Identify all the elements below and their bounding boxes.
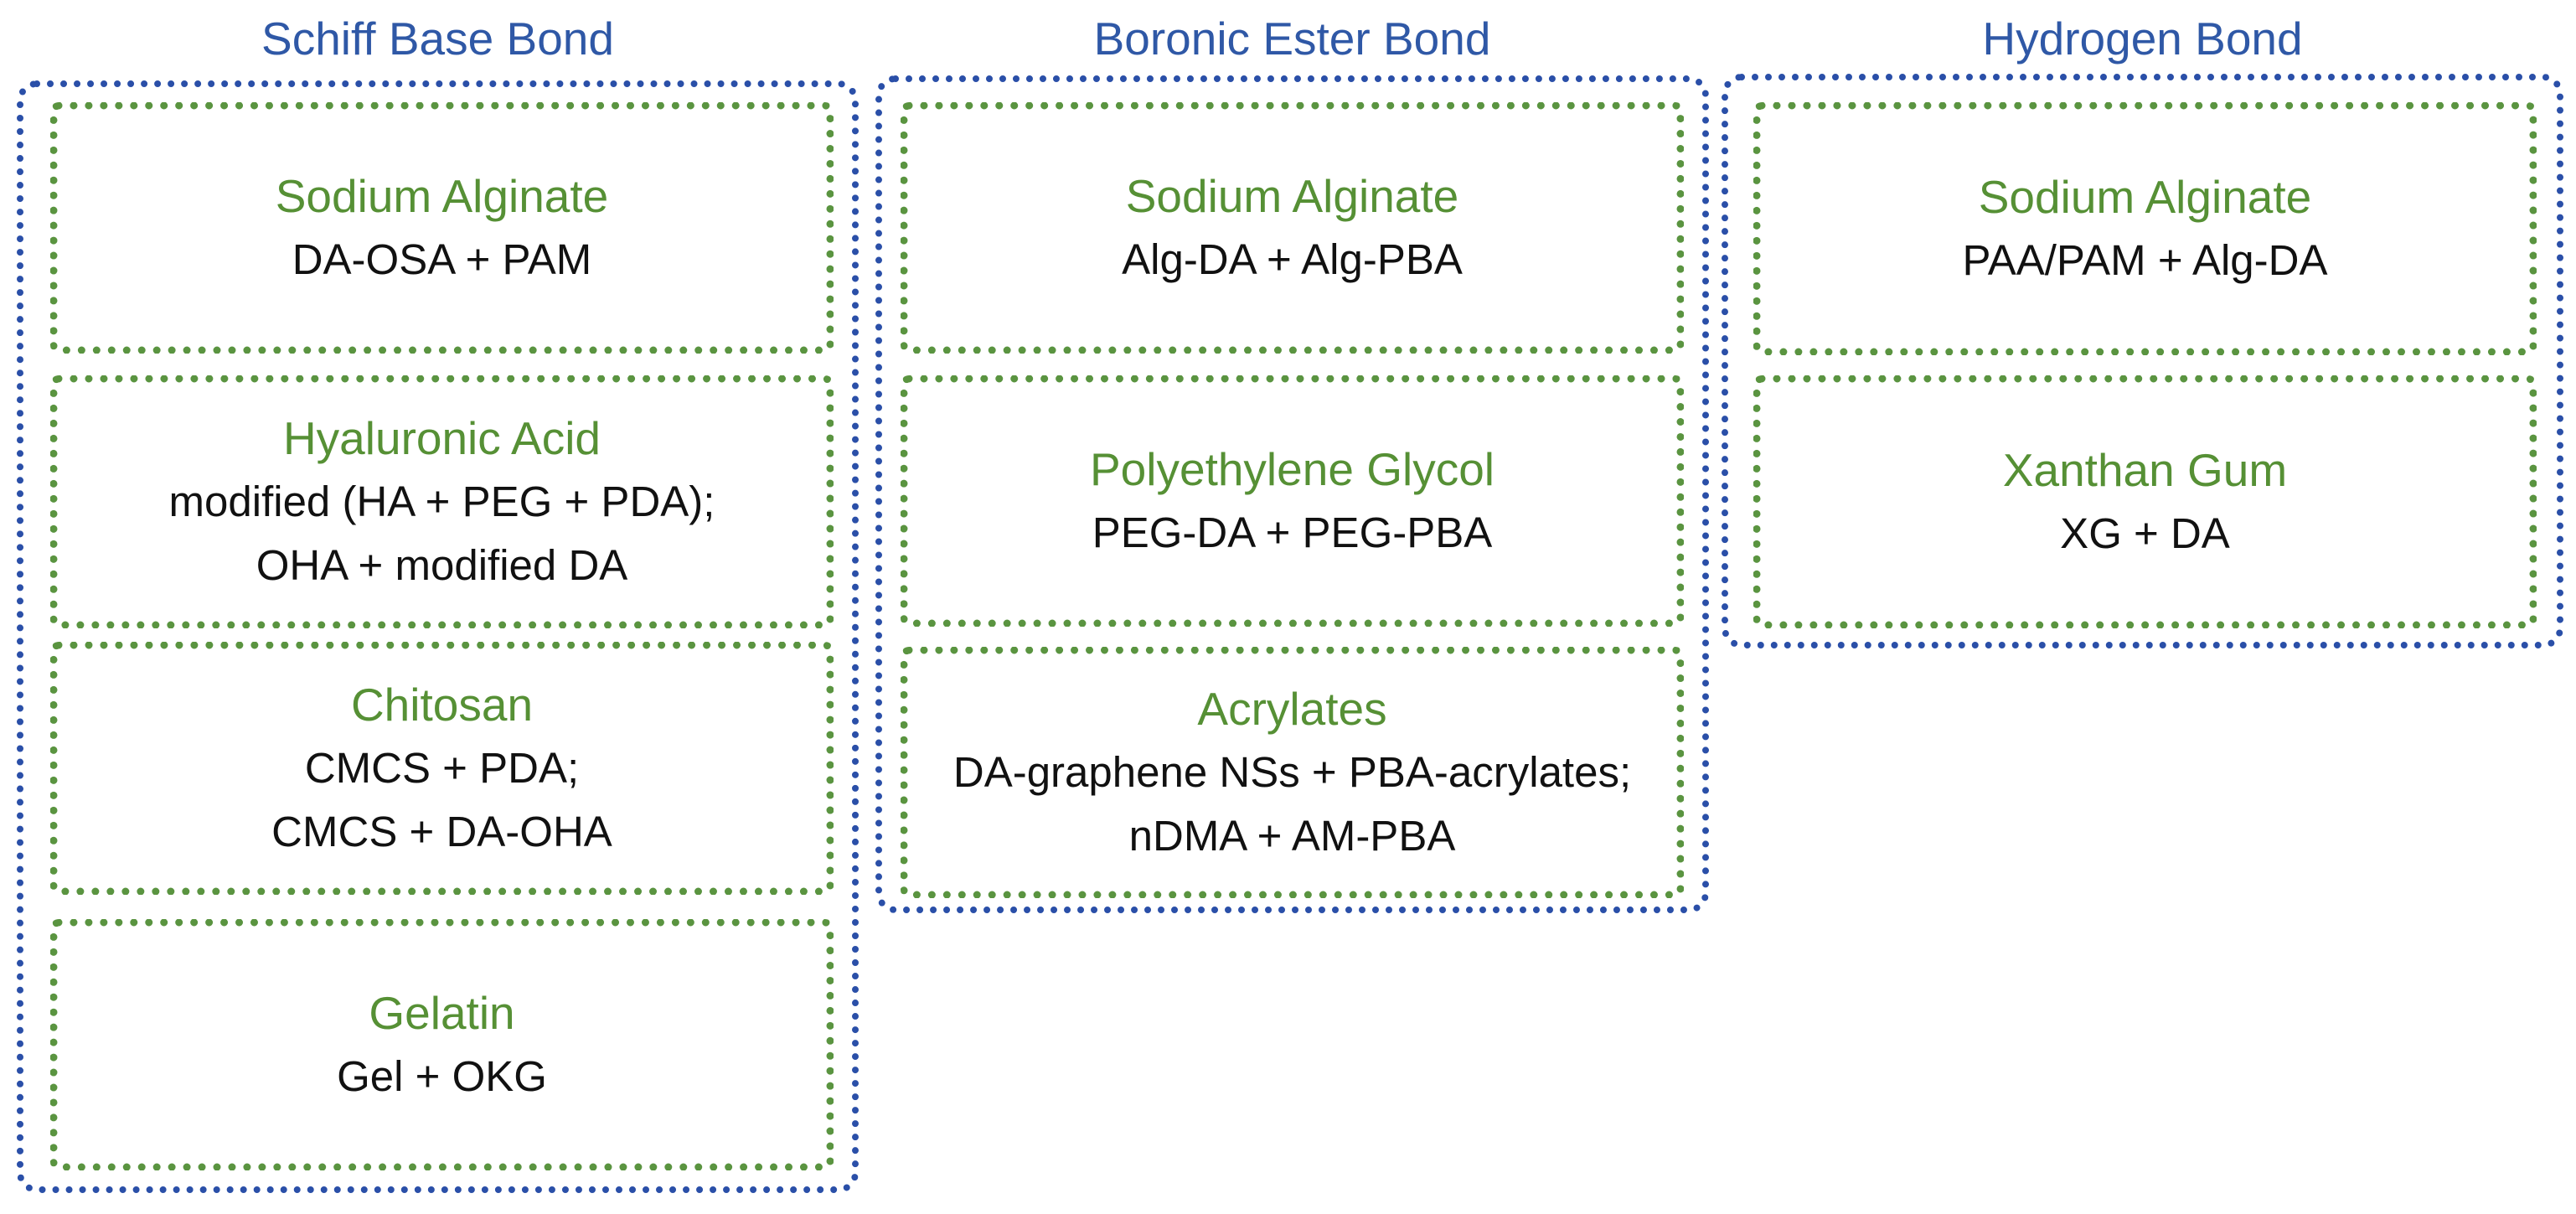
card-line: Alg-DA + Alg-PBA bbox=[1122, 235, 1463, 283]
card-line: modified (HA + PEG + PDA); bbox=[168, 478, 715, 525]
card-title: Xanthan Gum bbox=[2002, 444, 2288, 496]
boronic-ester-bond-heading: Boronic Ester Bond bbox=[1093, 13, 1491, 65]
card-line: Gel + OKG bbox=[337, 1052, 547, 1100]
card-title: Sodium Alginate bbox=[1125, 170, 1459, 222]
card-line: XG + DA bbox=[2060, 509, 2230, 557]
schiff-chitosan-card: Chitosan CMCS + PDA; CMCS + DA-OHA bbox=[50, 642, 834, 895]
card-line: OHA + modified DA bbox=[256, 541, 628, 589]
boronic-polyethylene-glycol-card: Polyethylene Glycol PEG-DA + PEG-PBA bbox=[901, 375, 1684, 627]
schiff-sodium-alginate-card: Sodium Alginate DA-OSA + PAM bbox=[50, 102, 834, 354]
card-line: DA-graphene NSs + PBA-acrylates; bbox=[952, 748, 1632, 796]
schiff-base-bond-heading: Schiff Base Bond bbox=[261, 13, 614, 65]
schiff-base-bond-group bbox=[17, 80, 859, 1193]
boronic-acrylates-card: Acrylates DA-graphene NSs + PBA-acrylate… bbox=[901, 647, 1684, 898]
card-title: Hyaluronic Acid bbox=[282, 412, 601, 464]
card-title: Acrylates bbox=[1197, 683, 1387, 735]
card-title: Sodium Alginate bbox=[275, 170, 609, 222]
hydrogen-bond-group bbox=[1722, 74, 2563, 648]
card-line: PAA/PAM + Alg-DA bbox=[1962, 236, 2328, 284]
schiff-hyaluronic-acid-card: Hyaluronic Acid modified (HA + PEG + PDA… bbox=[50, 375, 834, 628]
card-title: Gelatin bbox=[369, 987, 515, 1039]
card-title: Polyethylene Glycol bbox=[1089, 443, 1495, 495]
hydrogen-sodium-alginate-card: Sodium Alginate PAA/PAM + Alg-DA bbox=[1753, 102, 2537, 355]
schiff-gelatin-card: Gelatin Gel + OKG bbox=[50, 919, 834, 1170]
hydrogen-bond-heading: Hydrogen Bond bbox=[1982, 13, 2303, 65]
card-line: CMCS + PDA; bbox=[304, 744, 580, 792]
card-title: Chitosan bbox=[350, 679, 534, 731]
card-line: CMCS + DA-OHA bbox=[271, 808, 612, 855]
boronic-ester-bond-group bbox=[875, 75, 1709, 913]
card-title: Sodium Alginate bbox=[1978, 171, 2312, 223]
boronic-sodium-alginate-card: Sodium Alginate Alg-DA + Alg-PBA bbox=[901, 102, 1684, 354]
card-line: DA-OSA + PAM bbox=[292, 235, 592, 283]
card-line: nDMA + AM-PBA bbox=[1128, 812, 1456, 860]
hydrogen-xanthan-gum-card: Xanthan Gum XG + DA bbox=[1753, 375, 2537, 628]
card-line: PEG-DA + PEG-PBA bbox=[1092, 509, 1493, 556]
